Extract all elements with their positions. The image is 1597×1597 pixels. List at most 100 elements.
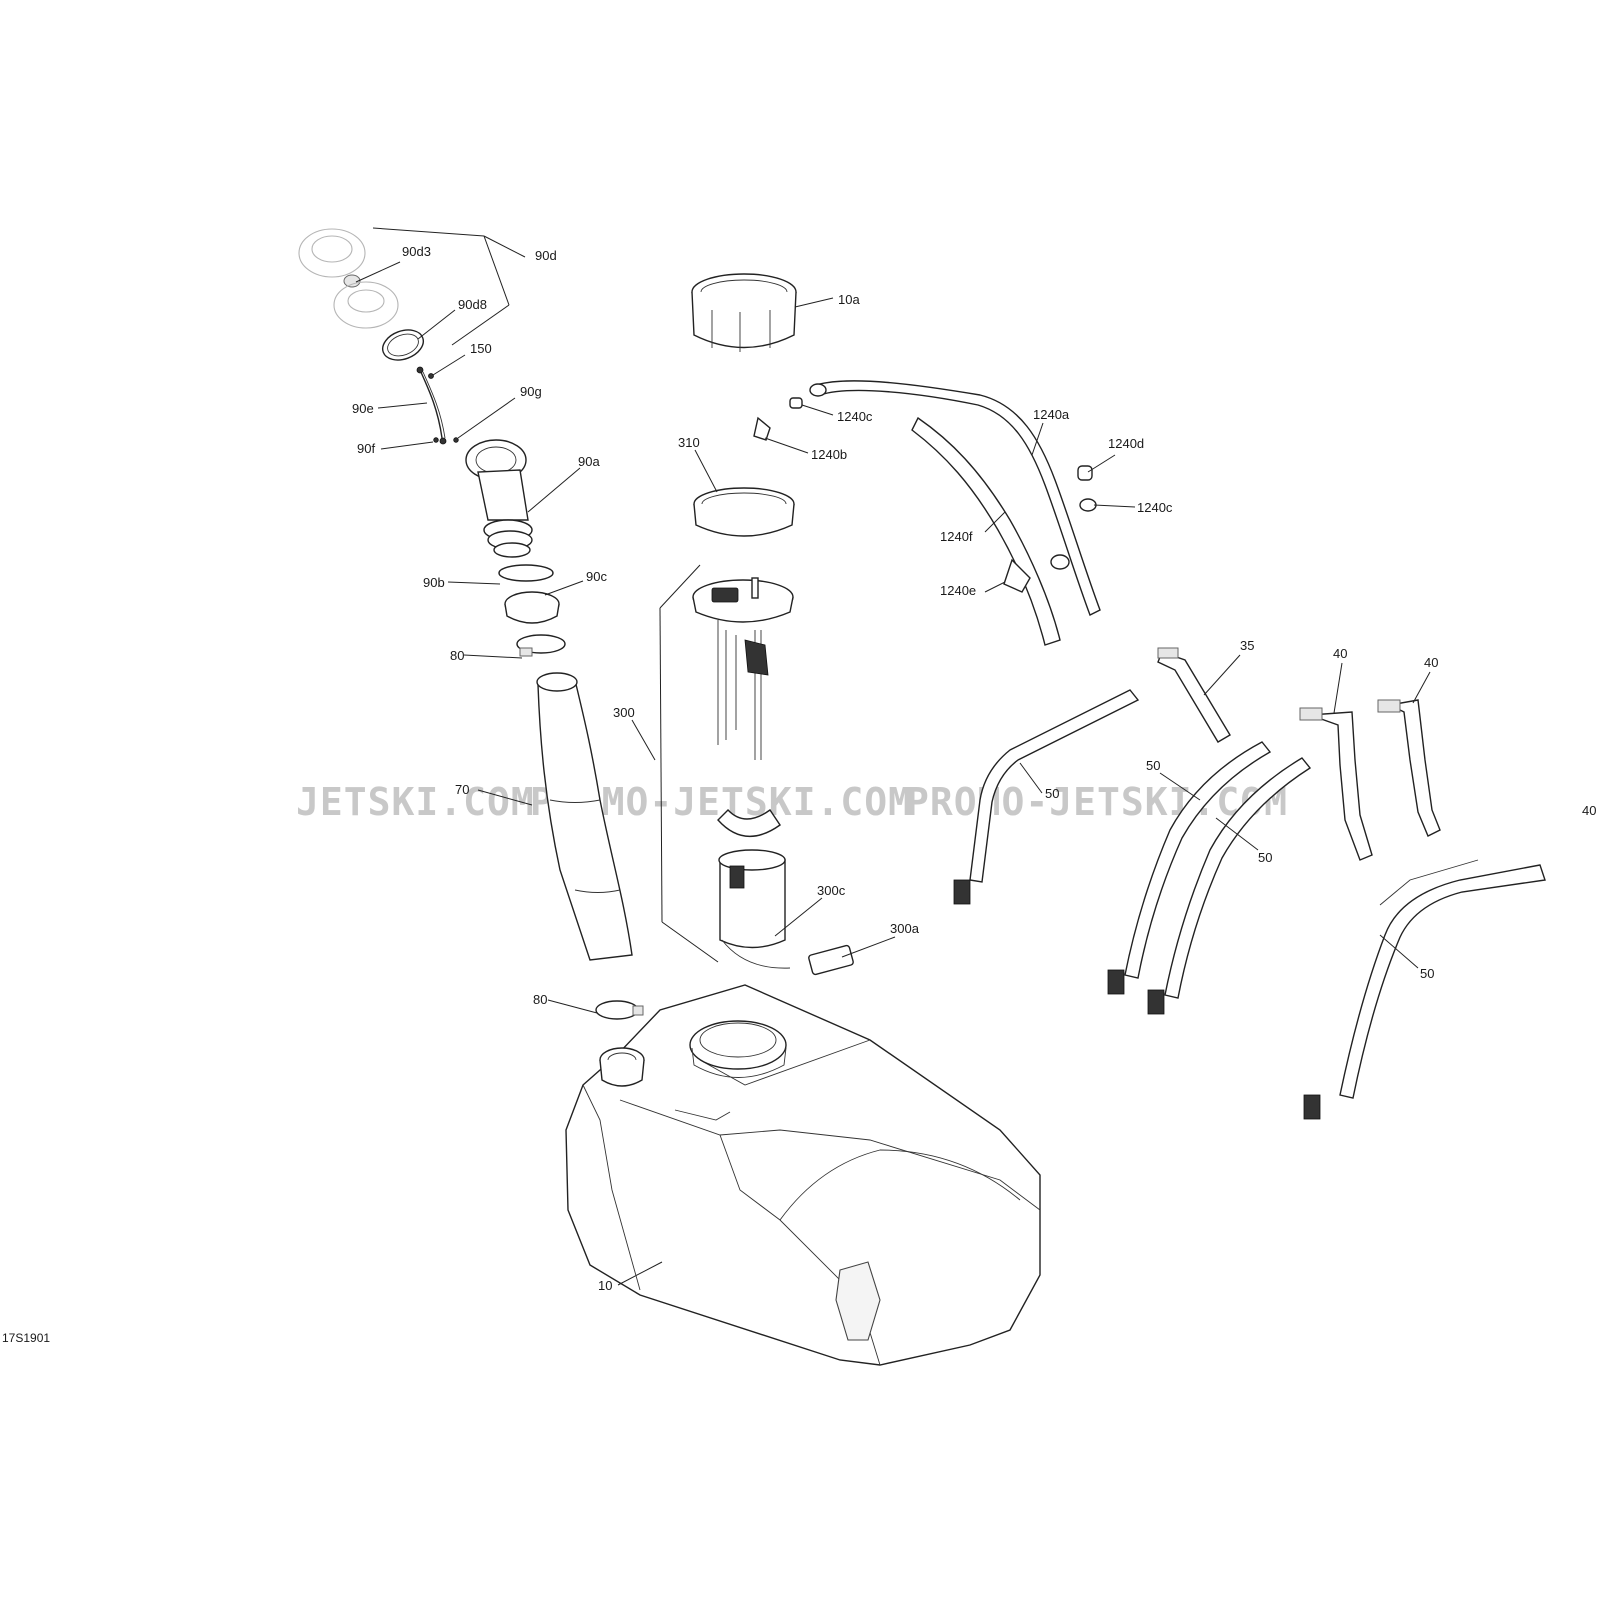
strap-50-a-end <box>953 879 971 905</box>
strap-50-d-body <box>1339 864 1546 1099</box>
label-10: 10 <box>598 1278 612 1293</box>
screw-90g <box>453 437 459 443</box>
leader-90d3 <box>355 261 401 283</box>
label-300: 300 <box>613 705 635 720</box>
pump-bracket-side <box>659 607 663 923</box>
pump-body-top <box>718 849 786 871</box>
label-80-bottom: 80 <box>533 992 547 1007</box>
leader-50-d <box>1379 934 1419 969</box>
label-90d8: 90d8 <box>458 297 487 312</box>
vent-hose-a-end <box>809 383 827 397</box>
filler-neck-90a <box>465 439 533 558</box>
leader-80-bottom <box>547 999 598 1014</box>
fitting-1240b <box>753 416 771 441</box>
label-1240c-right: 1240c <box>1137 500 1173 515</box>
leader-10a <box>794 297 834 308</box>
nut-side <box>504 603 560 624</box>
leader-40-left <box>1333 662 1343 714</box>
strap-50-b-body <box>1124 741 1272 979</box>
tank-pump-port-inner <box>699 1022 777 1058</box>
tether-edge <box>422 371 446 439</box>
callout-leaders <box>355 235 1431 1286</box>
cap-bracket-lines <box>372 227 510 346</box>
strap-40-left <box>1299 707 1373 861</box>
label-35: 35 <box>1240 638 1254 653</box>
lock-ring-10a <box>691 273 797 352</box>
tank-saddle-curve <box>779 1149 1021 1221</box>
clamp-80-bottom <box>595 1000 644 1020</box>
label-1240a: 1240a <box>1033 407 1070 422</box>
pump-bracket-bottom <box>661 921 719 963</box>
strap-50-b <box>1107 741 1272 995</box>
pump-bracket-top <box>659 564 701 609</box>
label-90c: 90c <box>586 569 607 584</box>
leader-1240e <box>984 581 1006 593</box>
tank-arrow-mark <box>674 1109 731 1121</box>
bracket-line-bottom <box>451 304 510 346</box>
bracket-line-top <box>372 227 485 237</box>
leader-1240b <box>764 437 809 454</box>
pump-terminal <box>729 865 745 889</box>
callout-labels: 90d3 90d 90d8 150 90e 90g 90f 90a 90b 90… <box>352 244 1596 1293</box>
vent-hose-f-end <box>1050 554 1070 570</box>
tank-outline <box>565 984 1041 1366</box>
cap-seal-inner <box>387 333 419 357</box>
clamp-bottom-ring <box>595 1000 639 1020</box>
strap-40-left-end <box>1299 707 1323 721</box>
label-300a: 300a <box>890 921 920 936</box>
watermark-right: PROMO-JETSKI.COM <box>906 780 1288 824</box>
label-10a: 10a <box>838 292 860 307</box>
filler-neck-tip <box>493 542 531 558</box>
leader-1240c-right <box>1093 504 1136 508</box>
leader-90c <box>544 580 584 596</box>
strap-50-b-end <box>1107 969 1125 995</box>
watermark: JETSKI.COM PROMO-JETSKI.COM PROMO-JETSKI… <box>296 780 1288 824</box>
strap-50-d-end <box>1303 1094 1321 1120</box>
label-1240f: 1240f <box>940 529 973 544</box>
leader-70 <box>477 789 533 806</box>
screw-150 <box>428 373 434 379</box>
gasket-90b <box>498 564 554 582</box>
leader-310 <box>694 449 718 493</box>
vent-hose-1240a <box>809 380 1101 616</box>
label-1240d: 1240d <box>1108 436 1144 451</box>
cap-plug-90d3 <box>343 274 361 288</box>
tank-pump-port-rim <box>689 1020 787 1070</box>
tank-pump-port-threads <box>691 1047 787 1078</box>
label-150: 150 <box>470 341 492 356</box>
leader-1240d <box>1087 454 1116 473</box>
pump-nipple <box>751 577 759 599</box>
label-90f: 90f <box>357 441 375 456</box>
tank-edge-upper <box>699 1039 871 1086</box>
vent-hose-a-body <box>815 380 1101 616</box>
tether-end-bottom <box>439 437 447 445</box>
seal-310 <box>693 487 795 537</box>
label-40-left: 40 <box>1333 646 1347 661</box>
leader-90f <box>380 441 434 450</box>
leader-300 <box>631 719 656 761</box>
leader-90d <box>483 235 526 258</box>
strap-40-right-end <box>1377 699 1401 713</box>
tether-end-top <box>416 366 424 374</box>
strap-50-a <box>953 689 1140 905</box>
label-70: 70 <box>455 782 469 797</box>
fitting-1240d <box>1077 465 1093 481</box>
filler-hose-70 <box>536 672 633 961</box>
pump-sender <box>744 639 769 676</box>
strap-50-d-detail <box>1379 859 1479 906</box>
label-300c: 300c <box>817 883 846 898</box>
label-90d: 90d <box>535 248 557 263</box>
hose-band-2 <box>574 889 621 893</box>
filler-neck-body <box>477 469 529 521</box>
leader-90b <box>447 581 501 585</box>
label-50-b: 50 <box>1146 758 1160 773</box>
pump-rods <box>717 620 762 760</box>
vent-fittings <box>753 397 1097 593</box>
pump-flange-rim <box>692 596 794 623</box>
diagram-reference-code: 17S1901 <box>2 1331 50 1345</box>
leader-1240f <box>984 511 1006 533</box>
label-1240e: 1240e <box>940 583 976 598</box>
hose-body <box>537 679 633 961</box>
pump-float <box>717 808 781 838</box>
label-90b: 90b <box>423 575 445 590</box>
